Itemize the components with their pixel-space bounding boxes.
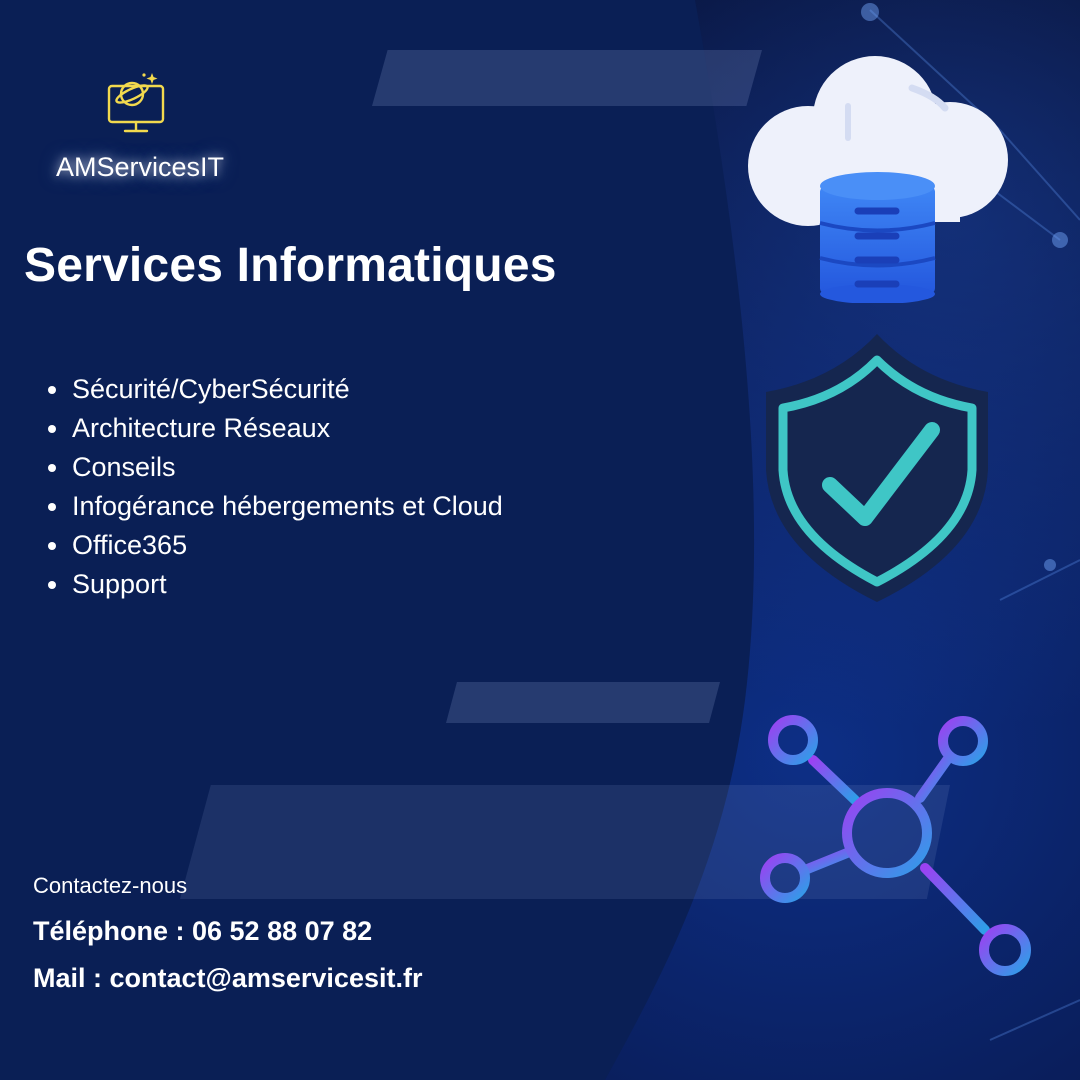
phone-text[interactable]: Téléphone : 06 52 88 07 82 (33, 916, 373, 946)
services-list: Sécurité/CyberSécurité Architecture Rése… (46, 370, 503, 604)
list-item: Conseils (46, 448, 503, 487)
bullet-icon (48, 503, 56, 511)
monitor-globe-logo-icon (107, 73, 165, 133)
contact-label: Contactez-nous (33, 873, 188, 898)
network-nodes-icon (760, 715, 1031, 976)
brand-name: AMServicesIT (56, 152, 225, 182)
service-label: Support (72, 569, 167, 599)
service-label: Infogérance hébergements et Cloud (72, 491, 503, 521)
bullet-icon (48, 464, 56, 472)
service-label: Architecture Réseaux (72, 413, 331, 443)
service-label: Sécurité/CyberSécurité (72, 374, 350, 404)
list-item: Sécurité/CyberSécurité (46, 370, 503, 409)
decor-stripe (372, 50, 762, 106)
shield-check-icon (766, 334, 988, 602)
list-item: Infogérance hébergements et Cloud (46, 487, 503, 526)
decor-stripe (446, 682, 720, 723)
bullet-icon (48, 386, 56, 394)
bullet-icon (48, 542, 56, 550)
list-item: Support (46, 565, 503, 604)
list-item: Architecture Réseaux (46, 409, 503, 448)
bullet-icon (48, 425, 56, 433)
cloud-database-icon (748, 56, 1008, 303)
bullet-icon (48, 581, 56, 589)
service-label: Conseils (72, 452, 176, 482)
page-title: Services Informatiques (24, 239, 557, 292)
service-label: Office365 (72, 530, 188, 560)
list-item: Office365 (46, 526, 503, 565)
email-text[interactable]: Mail : contact@amservicesit.fr (33, 963, 423, 993)
decor-stripe (180, 785, 950, 899)
